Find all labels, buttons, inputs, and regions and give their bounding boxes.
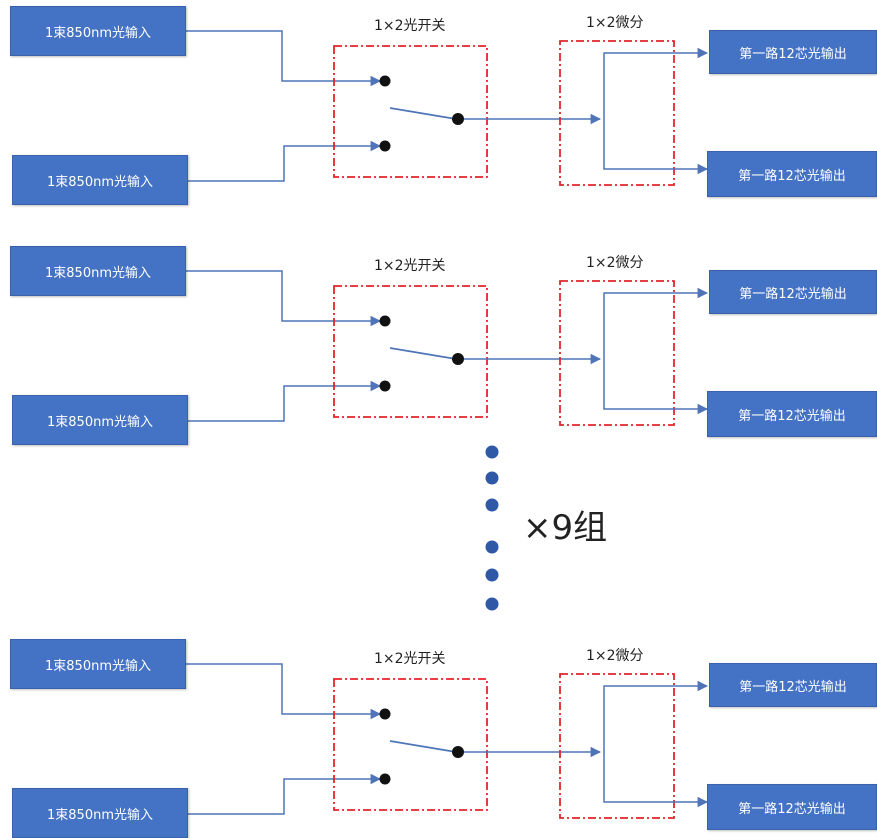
connector-line (186, 140, 382, 182)
output-box-bottom-2: 第一路12芯光输出 (707, 391, 877, 437)
output-box-top-2: 第一路12芯光输出 (709, 270, 877, 314)
switch-contact-1 (379, 708, 391, 720)
channel-group-3 (186, 663, 709, 819)
connector-line (603, 47, 709, 119)
connector-line (603, 680, 709, 752)
switch-contact-2 (379, 773, 391, 785)
input-box-bottom-1: 1束850nm光输入 (12, 155, 188, 205)
ellipsis-dot (485, 498, 499, 512)
input-box-top-1: 1束850nm光输入 (10, 6, 186, 56)
connector-line (186, 270, 382, 327)
switch-lever (389, 740, 457, 753)
input-box-top-2: 1束850nm光输入 (10, 246, 186, 296)
input-box-bottom-2: 1束850nm光输入 (12, 395, 188, 445)
splitter-label-3: 1×2微分 (586, 648, 644, 664)
splitter-box (559, 40, 675, 186)
ellipsis-dot (485, 445, 499, 459)
switch-label-1: 1×2光开关 (374, 18, 446, 34)
connector-line (603, 287, 709, 359)
switch-pivot (452, 113, 464, 125)
ellipsis-dot (485, 597, 499, 611)
switch-pivot (452, 353, 464, 365)
connector-line (603, 752, 709, 808)
splitter-box (559, 280, 675, 426)
switch-contact-2 (379, 140, 391, 152)
switch-label-2: 1×2光开关 (374, 258, 446, 274)
output-box-bottom-1: 第一路12芯光输出 (707, 151, 877, 197)
ellipsis-dots (485, 445, 499, 611)
repeat-count-label: ×9组 (523, 508, 608, 548)
channel-group-1 (186, 30, 709, 186)
switch-contact-2 (379, 380, 391, 392)
connector-line (186, 30, 382, 87)
output-box-top-1: 第一路12芯光输出 (709, 30, 877, 74)
ellipsis-dot (485, 540, 499, 554)
channel-group-2 (186, 270, 709, 426)
output-box-top-3: 第一路12芯光输出 (709, 663, 877, 707)
switch-lever (389, 107, 457, 120)
connector-line (186, 380, 382, 422)
ellipsis-dot (485, 568, 499, 582)
splitter-label-1: 1×2微分 (586, 15, 644, 31)
output-box-bottom-3: 第一路12芯光输出 (707, 784, 877, 830)
splitter-box (559, 673, 675, 819)
switch-box (333, 45, 488, 178)
input-box-bottom-3: 1束850nm光输入 (12, 788, 188, 838)
ellipsis-dot (485, 471, 499, 485)
switch-box (333, 285, 488, 418)
connector-line (603, 119, 709, 175)
switch-contact-1 (379, 315, 391, 327)
switch-box (333, 678, 488, 811)
switch-pivot (452, 746, 464, 758)
switch-label-3: 1×2光开关 (374, 651, 446, 667)
switch-lever (389, 347, 457, 360)
splitter-label-2: 1×2微分 (586, 255, 644, 271)
switch-contact-1 (379, 75, 391, 87)
connector-line (186, 773, 382, 815)
input-box-top-3: 1束850nm光输入 (10, 639, 186, 689)
connector-line (603, 359, 709, 415)
connector-line (186, 663, 382, 720)
